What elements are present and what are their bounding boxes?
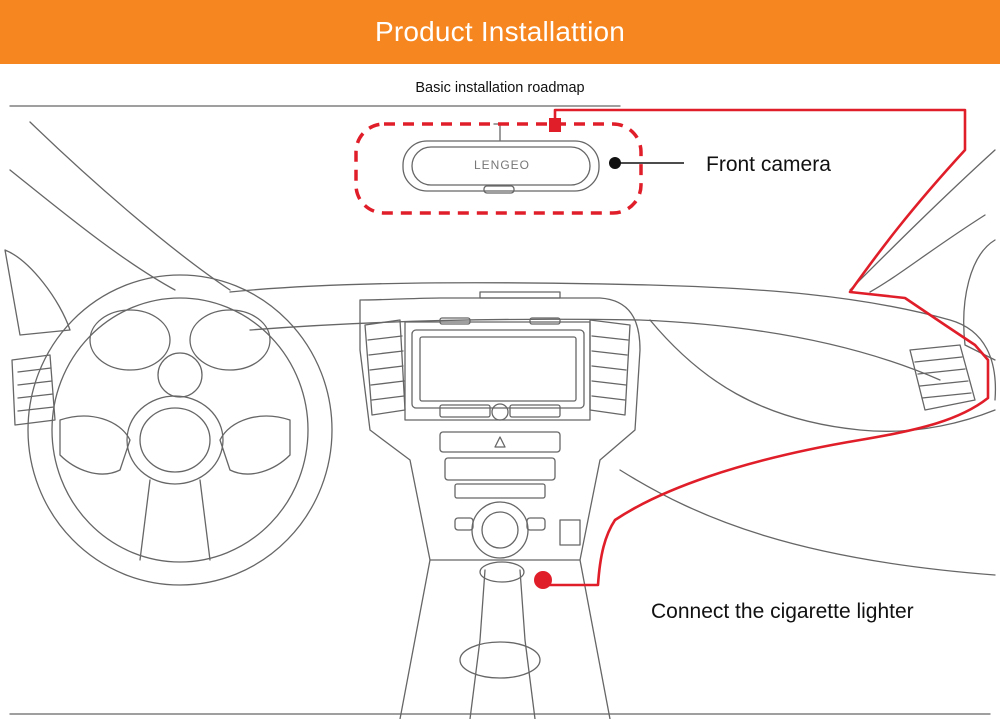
climate-panel bbox=[444, 457, 556, 481]
volume-knob bbox=[491, 403, 509, 421]
center-console bbox=[359, 297, 641, 561]
steering-hub bbox=[126, 395, 224, 485]
cigarette-lighter-port bbox=[534, 571, 552, 589]
dashboard-lower bbox=[249, 318, 941, 381]
top-buttons bbox=[439, 317, 471, 325]
hazard-panel bbox=[439, 431, 561, 453]
mirror-mount bbox=[493, 123, 507, 141]
dashboard-right-contour bbox=[649, 319, 996, 432]
dashboard-vent-top bbox=[479, 291, 561, 299]
hazard-icon bbox=[494, 436, 506, 448]
control-row-2 bbox=[454, 483, 546, 499]
gear-knob bbox=[481, 511, 519, 549]
steering-spoke-right bbox=[219, 415, 291, 475]
mirror-body-inner bbox=[411, 146, 591, 186]
front-camera-highlight bbox=[354, 122, 643, 215]
front-camera-label: Front camera bbox=[706, 153, 831, 176]
gauge-left bbox=[89, 309, 171, 371]
steering-wheel-inner bbox=[51, 297, 309, 563]
header-banner: Product Installattion bbox=[0, 0, 1000, 64]
mirror-button bbox=[483, 185, 515, 194]
gauge-right bbox=[189, 309, 271, 371]
power-cable bbox=[545, 108, 990, 587]
windshield-left-pillar-inner bbox=[29, 121, 231, 291]
front-camera-dot bbox=[609, 157, 621, 169]
page-title: Product Installattion bbox=[374, 16, 626, 47]
center-vent-left bbox=[364, 319, 406, 416]
gear-shift bbox=[469, 569, 536, 719]
dashboard-top bbox=[229, 282, 997, 401]
control-row-1 bbox=[439, 404, 491, 418]
mirror-brand-label: LENGEO bbox=[473, 158, 530, 172]
screen-frame bbox=[404, 321, 591, 421]
windshield-right-pillar bbox=[849, 149, 996, 291]
steering-wheel-outer bbox=[27, 274, 333, 586]
steering-spoke-left bbox=[59, 415, 131, 475]
right-window bbox=[963, 239, 996, 361]
infotainment-screen-inner bbox=[419, 336, 577, 402]
gauge-center bbox=[157, 352, 203, 398]
cigarette-lighter-label: Connect the cigarette lighter bbox=[651, 600, 914, 623]
windshield-right-pillar-inner bbox=[869, 214, 986, 293]
mirror-body bbox=[402, 140, 600, 192]
infotainment-screen bbox=[411, 329, 585, 409]
center-tunnel bbox=[399, 559, 611, 719]
left-vent bbox=[11, 354, 56, 426]
gear-knob-ring bbox=[471, 501, 529, 559]
steering-hub-inner bbox=[139, 407, 211, 473]
steering-spoke-bottom bbox=[139, 479, 211, 561]
diagram-subtitle: Basic installation roadmap bbox=[415, 80, 585, 96]
windshield-left-pillar bbox=[9, 169, 176, 291]
right-lower-trim bbox=[559, 519, 581, 546]
dashboard-right-lower bbox=[619, 469, 996, 576]
cable-camera-plug bbox=[549, 118, 561, 132]
left-door-panel bbox=[4, 249, 71, 336]
right-vent bbox=[909, 344, 976, 411]
